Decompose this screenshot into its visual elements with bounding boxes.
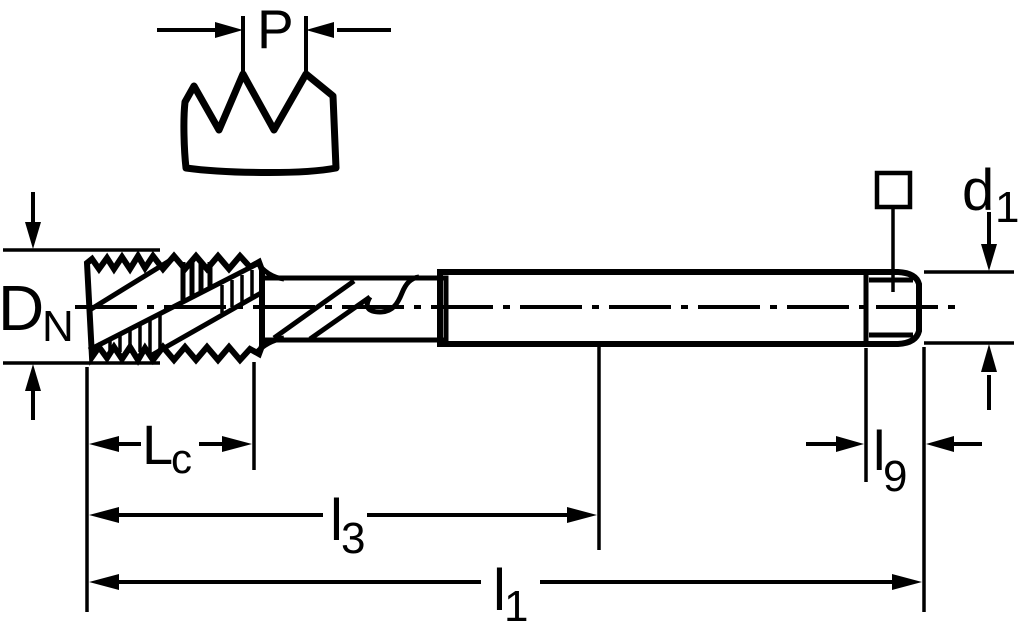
lc-label-sub: c [171, 435, 192, 482]
dimension-pitch: P [157, 0, 391, 72]
tap-body [75, 250, 960, 366]
thread-profile-detail: P [157, 0, 391, 177]
neck-fillet-top [253, 259, 285, 282]
d1-arrow-top [981, 244, 997, 271]
dimension-overall-length: l 1 [89, 558, 922, 630]
square-drive-callout [874, 170, 913, 292]
flute-hatching [98, 262, 254, 353]
dn-arrow-top [25, 222, 41, 249]
dimension-shank-diameter: d 1 [924, 158, 1019, 410]
l3-label-sub: 3 [341, 514, 365, 563]
shank-section [437, 269, 922, 347]
lc-arrow-left [89, 436, 119, 452]
d1-label-main: d [962, 158, 994, 223]
dn-arrow-bottom [25, 364, 41, 391]
pitch-arrow-right [306, 22, 334, 38]
dn-label-main: D [0, 272, 44, 344]
l9-label-main: l [873, 419, 885, 482]
l1-arrow-right [892, 574, 922, 590]
l1-label-sub: 1 [504, 582, 528, 630]
l9-arrow-left [836, 436, 864, 452]
l1-label-main: l [493, 558, 506, 623]
pitch-label: P [257, 0, 294, 60]
d1-arrow-bottom [981, 344, 997, 372]
pitch-arrow-left [215, 22, 243, 38]
lc-arrow-right [222, 436, 252, 452]
lc-label-main: L [142, 413, 173, 476]
dimension-square-length: l 9 [806, 419, 982, 501]
d1-label-sub: 1 [995, 183, 1019, 232]
dn-label-sub: N [42, 302, 74, 351]
l3-arrow-left [89, 507, 119, 523]
square-drive-symbol-icon [874, 170, 913, 210]
neck-fillet-bottom [254, 335, 285, 355]
dimension-chamfer-length: L c [89, 413, 252, 482]
l3-label-main: l [330, 488, 343, 553]
l3-arrow-right [567, 507, 597, 523]
dimension-nominal-diameter: D N [0, 192, 160, 420]
dimension-thread-flute-length: l 3 [89, 488, 597, 563]
l9-label-sub: 9 [883, 452, 907, 501]
thread-profile-shape [180, 70, 340, 177]
l1-arrow-left [89, 574, 119, 590]
l9-arrow-right [926, 436, 954, 452]
